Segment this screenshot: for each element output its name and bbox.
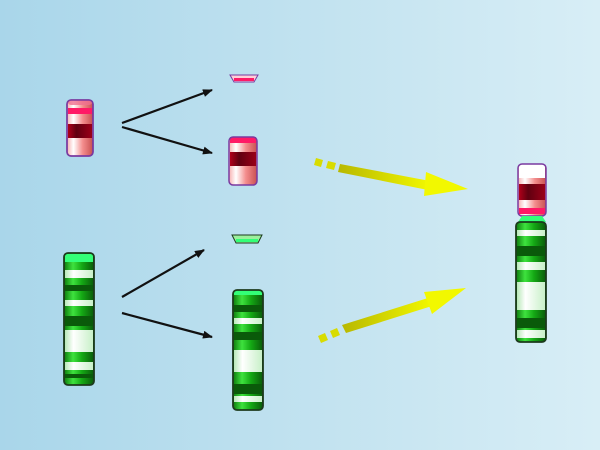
arrow-to-red-tip — [121, 88, 213, 125]
yellow-arrow-upper — [314, 158, 468, 196]
yellow-arrow-lower — [318, 288, 466, 343]
junction — [518, 216, 546, 222]
arrow-to-red-body — [121, 125, 213, 155]
arrow-to-green-body — [121, 311, 213, 339]
green-body-fragment — [232, 289, 264, 411]
green-segment — [515, 221, 547, 343]
green-chromosome — [63, 252, 95, 386]
arrow-to-green-tip — [121, 249, 205, 298]
red-chromosome — [66, 99, 94, 157]
red-body-fragment — [228, 136, 258, 186]
green-tip-fragment — [231, 234, 263, 244]
red-segment — [517, 163, 547, 217]
translocated-chromosome — [515, 163, 547, 343]
red-tip-fragment — [229, 74, 259, 83]
green-split-arrows — [121, 249, 213, 339]
red-split-arrows — [121, 88, 213, 155]
